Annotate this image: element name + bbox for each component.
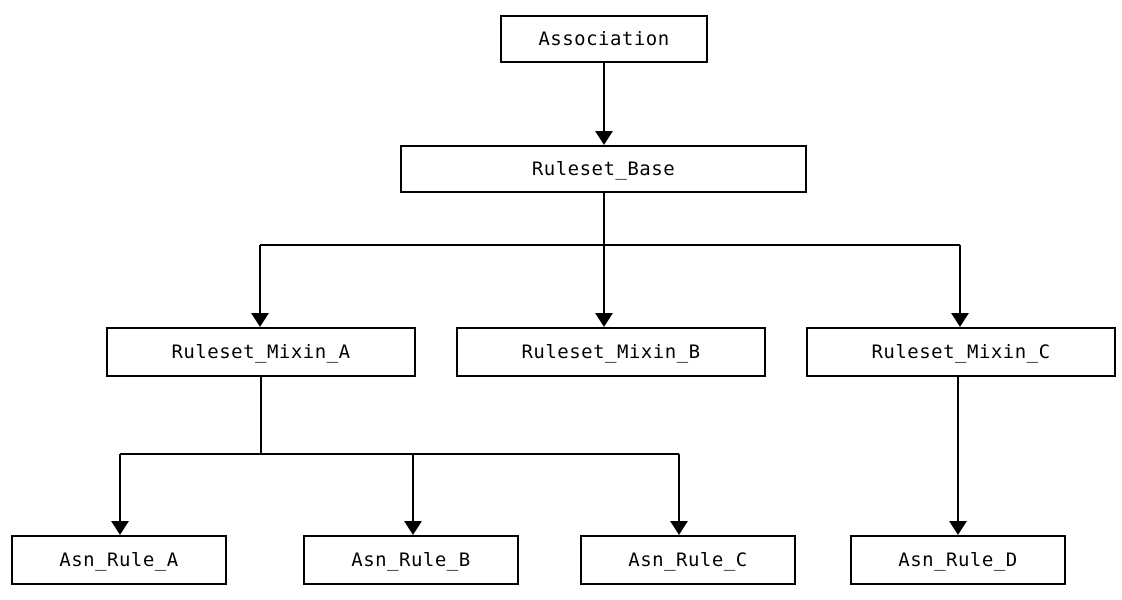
node-asn-rule-b[interactable]: Asn_Rule_B <box>303 535 519 585</box>
node-ruleset-mixin-b[interactable]: Ruleset_Mixin_B <box>456 327 766 377</box>
node-label-ruleset-mixin-a: Ruleset_Mixin_A <box>171 340 351 363</box>
node-ruleset-base[interactable]: Ruleset_Base <box>400 145 807 193</box>
node-association[interactable]: Association <box>500 15 708 63</box>
node-label-association: Association <box>538 27 670 50</box>
node-ruleset-mixin-a[interactable]: Ruleset_Mixin_A <box>106 327 416 377</box>
node-label-asn-rule-b: Asn_Rule_B <box>351 548 471 571</box>
node-asn-rule-d[interactable]: Asn_Rule_D <box>850 535 1066 585</box>
node-asn-rule-c[interactable]: Asn_Rule_C <box>580 535 796 585</box>
node-label-asn-rule-d: Asn_Rule_D <box>898 548 1018 571</box>
node-asn-rule-a[interactable]: Asn_Rule_A <box>11 535 227 585</box>
node-label-ruleset-mixin-b: Ruleset_Mixin_B <box>521 340 701 363</box>
node-ruleset-mixin-c[interactable]: Ruleset_Mixin_C <box>806 327 1116 377</box>
node-label-asn-rule-c: Asn_Rule_C <box>628 548 748 571</box>
node-label-asn-rule-a: Asn_Rule_A <box>59 548 179 571</box>
node-label-ruleset-mixin-c: Ruleset_Mixin_C <box>871 340 1051 363</box>
node-label-ruleset-base: Ruleset_Base <box>531 157 676 180</box>
